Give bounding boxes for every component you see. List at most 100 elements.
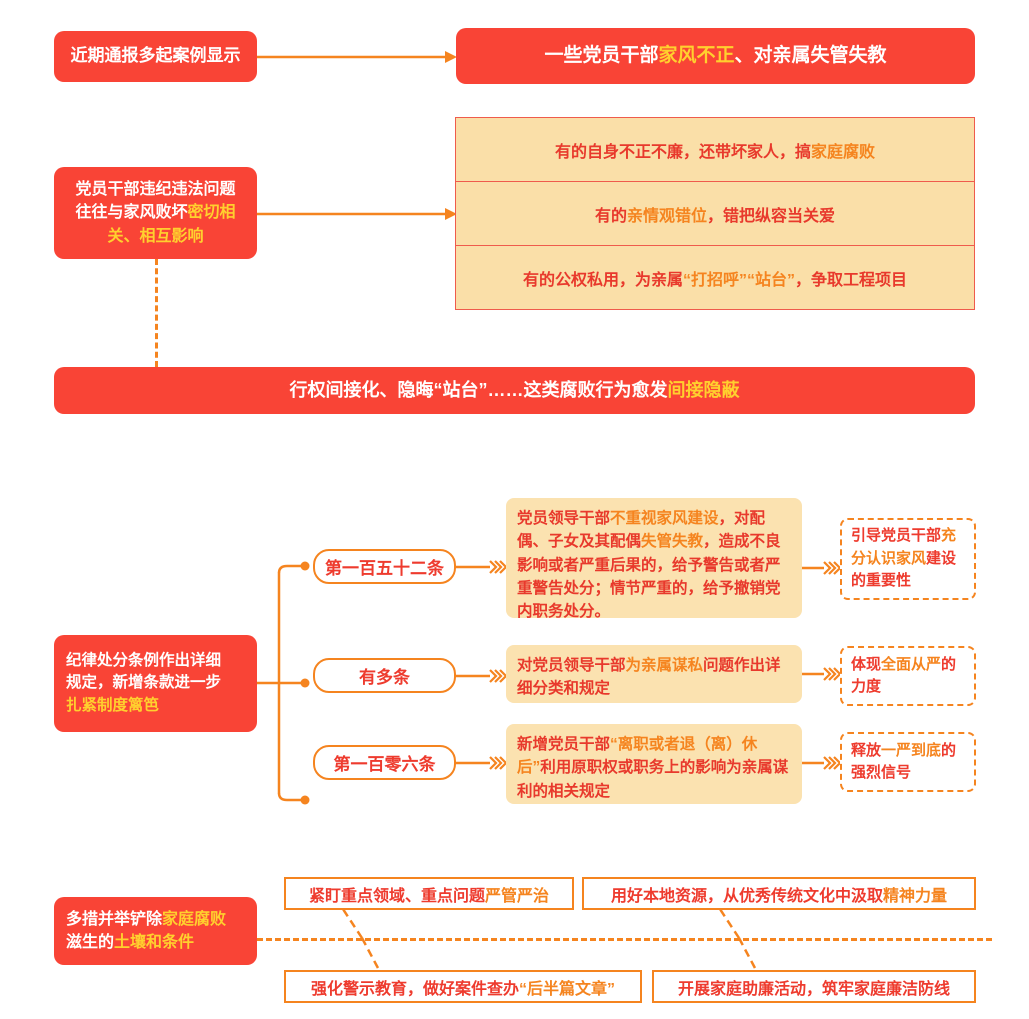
example-text: 有的自身不正不廉，还带坏家人，搞家庭腐败 bbox=[555, 138, 875, 162]
outcome-text: 体现全面从严的力度 bbox=[851, 654, 965, 699]
measure-highlight: 精神力量 bbox=[883, 887, 948, 905]
source-label-box: 近期通报多起案例显示 bbox=[54, 31, 257, 82]
summary-pre: 行权间接化、隐晦“站台”……这类腐败行为愈发 bbox=[289, 380, 668, 401]
detail-h1: 为亲属谋私 bbox=[625, 657, 704, 674]
detail-h2: 失管失教 bbox=[641, 533, 704, 551]
outcome-text: 引导党员干部充分认识家风建设的重要性 bbox=[851, 525, 965, 593]
headline-post: 、对亲属失管失教 bbox=[734, 45, 887, 67]
example-text: 有的亲情观错位，错把纵容当关爱 bbox=[595, 202, 835, 226]
detail-p2: 利用原职权或职务上的影响为亲属谋利的相关规定 bbox=[517, 759, 789, 800]
rules-root-line-3: 扎紧制度篱笆 bbox=[66, 696, 160, 714]
connector-rules-bracket-arms bbox=[257, 550, 317, 790]
connector-pill-to-detail-2 bbox=[456, 669, 508, 683]
examples-row: 有的公权私用，为亲属“打招呼”“站台”，争取工程项目 bbox=[456, 246, 974, 310]
outcome-h1: 充分认识家风 bbox=[851, 527, 957, 567]
outcome-p2: 建设的重要性 bbox=[851, 549, 957, 590]
measures-root-line-1: 多措并举铲除家庭腐败 bbox=[66, 908, 226, 931]
connector-pill-to-detail-1 bbox=[456, 560, 508, 574]
rules-root-line-1: 纪律处分条例作出详细 bbox=[66, 651, 222, 669]
detail-p1: 新增党员干部 bbox=[517, 736, 611, 753]
connector-cause-to-summary bbox=[155, 259, 158, 367]
branch-outcome-1: 引导党员干部充分认识家风建设的重要性 bbox=[840, 518, 976, 600]
measure-box-top-1: 紧盯重点领域、重点问题严管严治 bbox=[284, 877, 574, 910]
source-label-text: 近期通报多起案例显示 bbox=[70, 46, 241, 66]
measures-root-line-2-pre: 滋生的 bbox=[66, 934, 115, 951]
branch-detail-3: 新增党员干部“离职或者退（离）休后”利用原职权或职务上的影响为亲属谋利的相关规定 bbox=[506, 724, 802, 804]
examples-row: 有的亲情观错位，错把纵容当关爱 bbox=[456, 182, 974, 246]
connector-pill-to-detail-3 bbox=[456, 756, 508, 770]
connector-rules-bracket bbox=[257, 561, 310, 805]
cause-box: 党员干部违纪违法问题 往往与家风败坏密切相 关、相互影响 bbox=[54, 167, 257, 259]
outcome-h1: 一严到底 bbox=[881, 741, 942, 759]
measure-text: 紧盯重点领域、重点问题严管严治 bbox=[309, 882, 549, 906]
cause-line-2-highlight: 密切相 bbox=[187, 204, 236, 222]
headline-text: 一些党员干部家风不正、对亲属失管失教 bbox=[544, 42, 886, 70]
branch-pill-3[interactable]: 第一百零六条 bbox=[313, 745, 456, 780]
measure-pre: 紧盯重点领域、重点问题 bbox=[308, 887, 485, 905]
examples-row: 有的自身不正不廉，还带坏家人，搞家庭腐败 bbox=[456, 118, 974, 182]
outcome-p1: 体现 bbox=[851, 655, 882, 673]
measures-spine bbox=[257, 938, 992, 941]
branch-detail-1: 党员领导干部不重视家风建设，对配偶、子女及其配偶失管失教，造成不良影响或者严重后… bbox=[506, 498, 802, 620]
measure-box-bottom-2: 开展家庭助廉活动，筑牢家庭廉洁防线 bbox=[652, 970, 976, 1003]
branch-pill-label: 第一百零六条 bbox=[333, 755, 436, 774]
detail-p1: 党员领导干部 bbox=[517, 510, 611, 527]
summary-highlight: 间接隐蔽 bbox=[667, 380, 740, 401]
branch-pill-label: 有多条 bbox=[359, 668, 410, 687]
connector-detail-to-outcome-2 bbox=[802, 667, 842, 681]
cause-line-2-pre: 往往与家风败坏 bbox=[75, 204, 188, 222]
detail-p2: 问题作出详细分类和规定 bbox=[517, 657, 781, 698]
outcome-text: 释放一严到底的强烈信号 bbox=[851, 740, 965, 785]
rules-root-line-2: 规定，新增条款进一步 bbox=[66, 674, 222, 692]
connector-cause-to-examples bbox=[257, 208, 457, 220]
branch-outcome-2: 体现全面从严的力度 bbox=[840, 646, 976, 706]
branch-pill-1[interactable]: 第一百五十二条 bbox=[313, 549, 456, 584]
measures-root-line-2-highlight: 土壤和条件 bbox=[114, 934, 195, 951]
outcome-p1: 引导党员干部 bbox=[851, 527, 942, 545]
detail-p2: ，对配偶、子女及其配偶 bbox=[517, 510, 766, 551]
measure-highlight: “后半篇文章” bbox=[519, 980, 616, 998]
measure-box-bottom-1: 强化警示教育，做好案件查办“后半篇文章” bbox=[284, 970, 642, 1003]
example-highlight: “打招呼”“站台” bbox=[682, 272, 795, 289]
measure-text: 用好本地资源，从优秀传统文化中汲取精神力量 bbox=[611, 882, 947, 906]
detail-h1: 不重视家风建设 bbox=[610, 510, 719, 527]
cause-line-1: 党员干部违纪违法问题 bbox=[75, 181, 236, 199]
headline-banner: 一些党员干部家风不正、对亲属失管失教 bbox=[456, 28, 975, 84]
measure-pre: 用好本地资源，从优秀传统文化中汲取 bbox=[610, 887, 883, 905]
measures-root-line-1-pre: 多措并举铲除 bbox=[66, 910, 163, 928]
measures-root-line-1-highlight: 家庭腐败 bbox=[162, 910, 227, 928]
example-pre: 有的公权私用，为亲属 bbox=[522, 272, 683, 289]
branch-pill-2[interactable]: 有多条 bbox=[313, 658, 456, 693]
detail-p1: 对党员领导干部 bbox=[517, 657, 626, 674]
example-post: ，错把纵容当关爱 bbox=[707, 207, 836, 225]
example-highlight: 家庭腐败 bbox=[811, 143, 876, 161]
example-highlight: 亲情观错位 bbox=[626, 207, 707, 225]
measure-box-top-2: 用好本地资源，从优秀传统文化中汲取精神力量 bbox=[582, 877, 976, 910]
measure-text: 开展家庭助廉活动，筑牢家庭廉洁防线 bbox=[678, 975, 950, 999]
summary-text: 行权间接化、隐晦“站台”……这类腐败行为愈发间接隐蔽 bbox=[290, 377, 740, 403]
branch-pill-label: 第一百五十二条 bbox=[325, 559, 444, 578]
measure-highlight: 严管严治 bbox=[485, 887, 550, 905]
detail-h1: “离职或者退（离）休后” bbox=[517, 736, 758, 777]
measure-pre: 开展家庭助廉活动，筑牢家庭廉洁防线 bbox=[677, 980, 950, 998]
outcome-p2: 的力度 bbox=[851, 655, 957, 696]
connector-detail-to-outcome-3 bbox=[802, 756, 842, 770]
cause-line-2: 往往与家风败坏密切相 bbox=[75, 201, 235, 224]
examples-table: 有的自身不正不廉，还带坏家人，搞家庭腐败 有的亲情观错位，错把纵容当关爱 有的公… bbox=[455, 117, 975, 310]
example-post: ，争取工程项目 bbox=[795, 272, 908, 289]
measure-pre: 强化警示教育，做好案件查办 bbox=[310, 980, 519, 998]
rules-root-box: 纪律处分条例作出详细 规定，新增条款进一步 扎紧制度篱笆 bbox=[54, 635, 257, 732]
headline-pre: 一些党员干部 bbox=[544, 45, 659, 67]
outcome-h1: 全面从严 bbox=[881, 655, 942, 673]
connector-detail-to-outcome-1 bbox=[802, 561, 842, 575]
branch-detail-2: 对党员领导干部为亲属谋私问题作出详细分类和规定 bbox=[506, 645, 802, 703]
measures-root-box: 多措并举铲除家庭腐败 滋生的土壤和条件 bbox=[54, 897, 257, 965]
example-text: 有的公权私用，为亲属“打招呼”“站台”，争取工程项目 bbox=[523, 266, 907, 290]
cause-line-3: 关、相互影响 bbox=[107, 227, 204, 245]
measure-text: 强化警示教育，做好案件查办“后半篇文章” bbox=[311, 975, 615, 999]
connector-source-to-headline bbox=[257, 51, 457, 63]
outcome-p1: 释放 bbox=[851, 741, 882, 759]
example-pre: 有的自身不正不廉，还带坏家人，搞 bbox=[554, 143, 811, 161]
headline-highlight: 家风不正 bbox=[658, 45, 735, 67]
detail-p3: ，造成不良影响或者严重后果的，给予警告或者严重警告处分；情节严重的，给予撤销党内… bbox=[517, 533, 781, 620]
